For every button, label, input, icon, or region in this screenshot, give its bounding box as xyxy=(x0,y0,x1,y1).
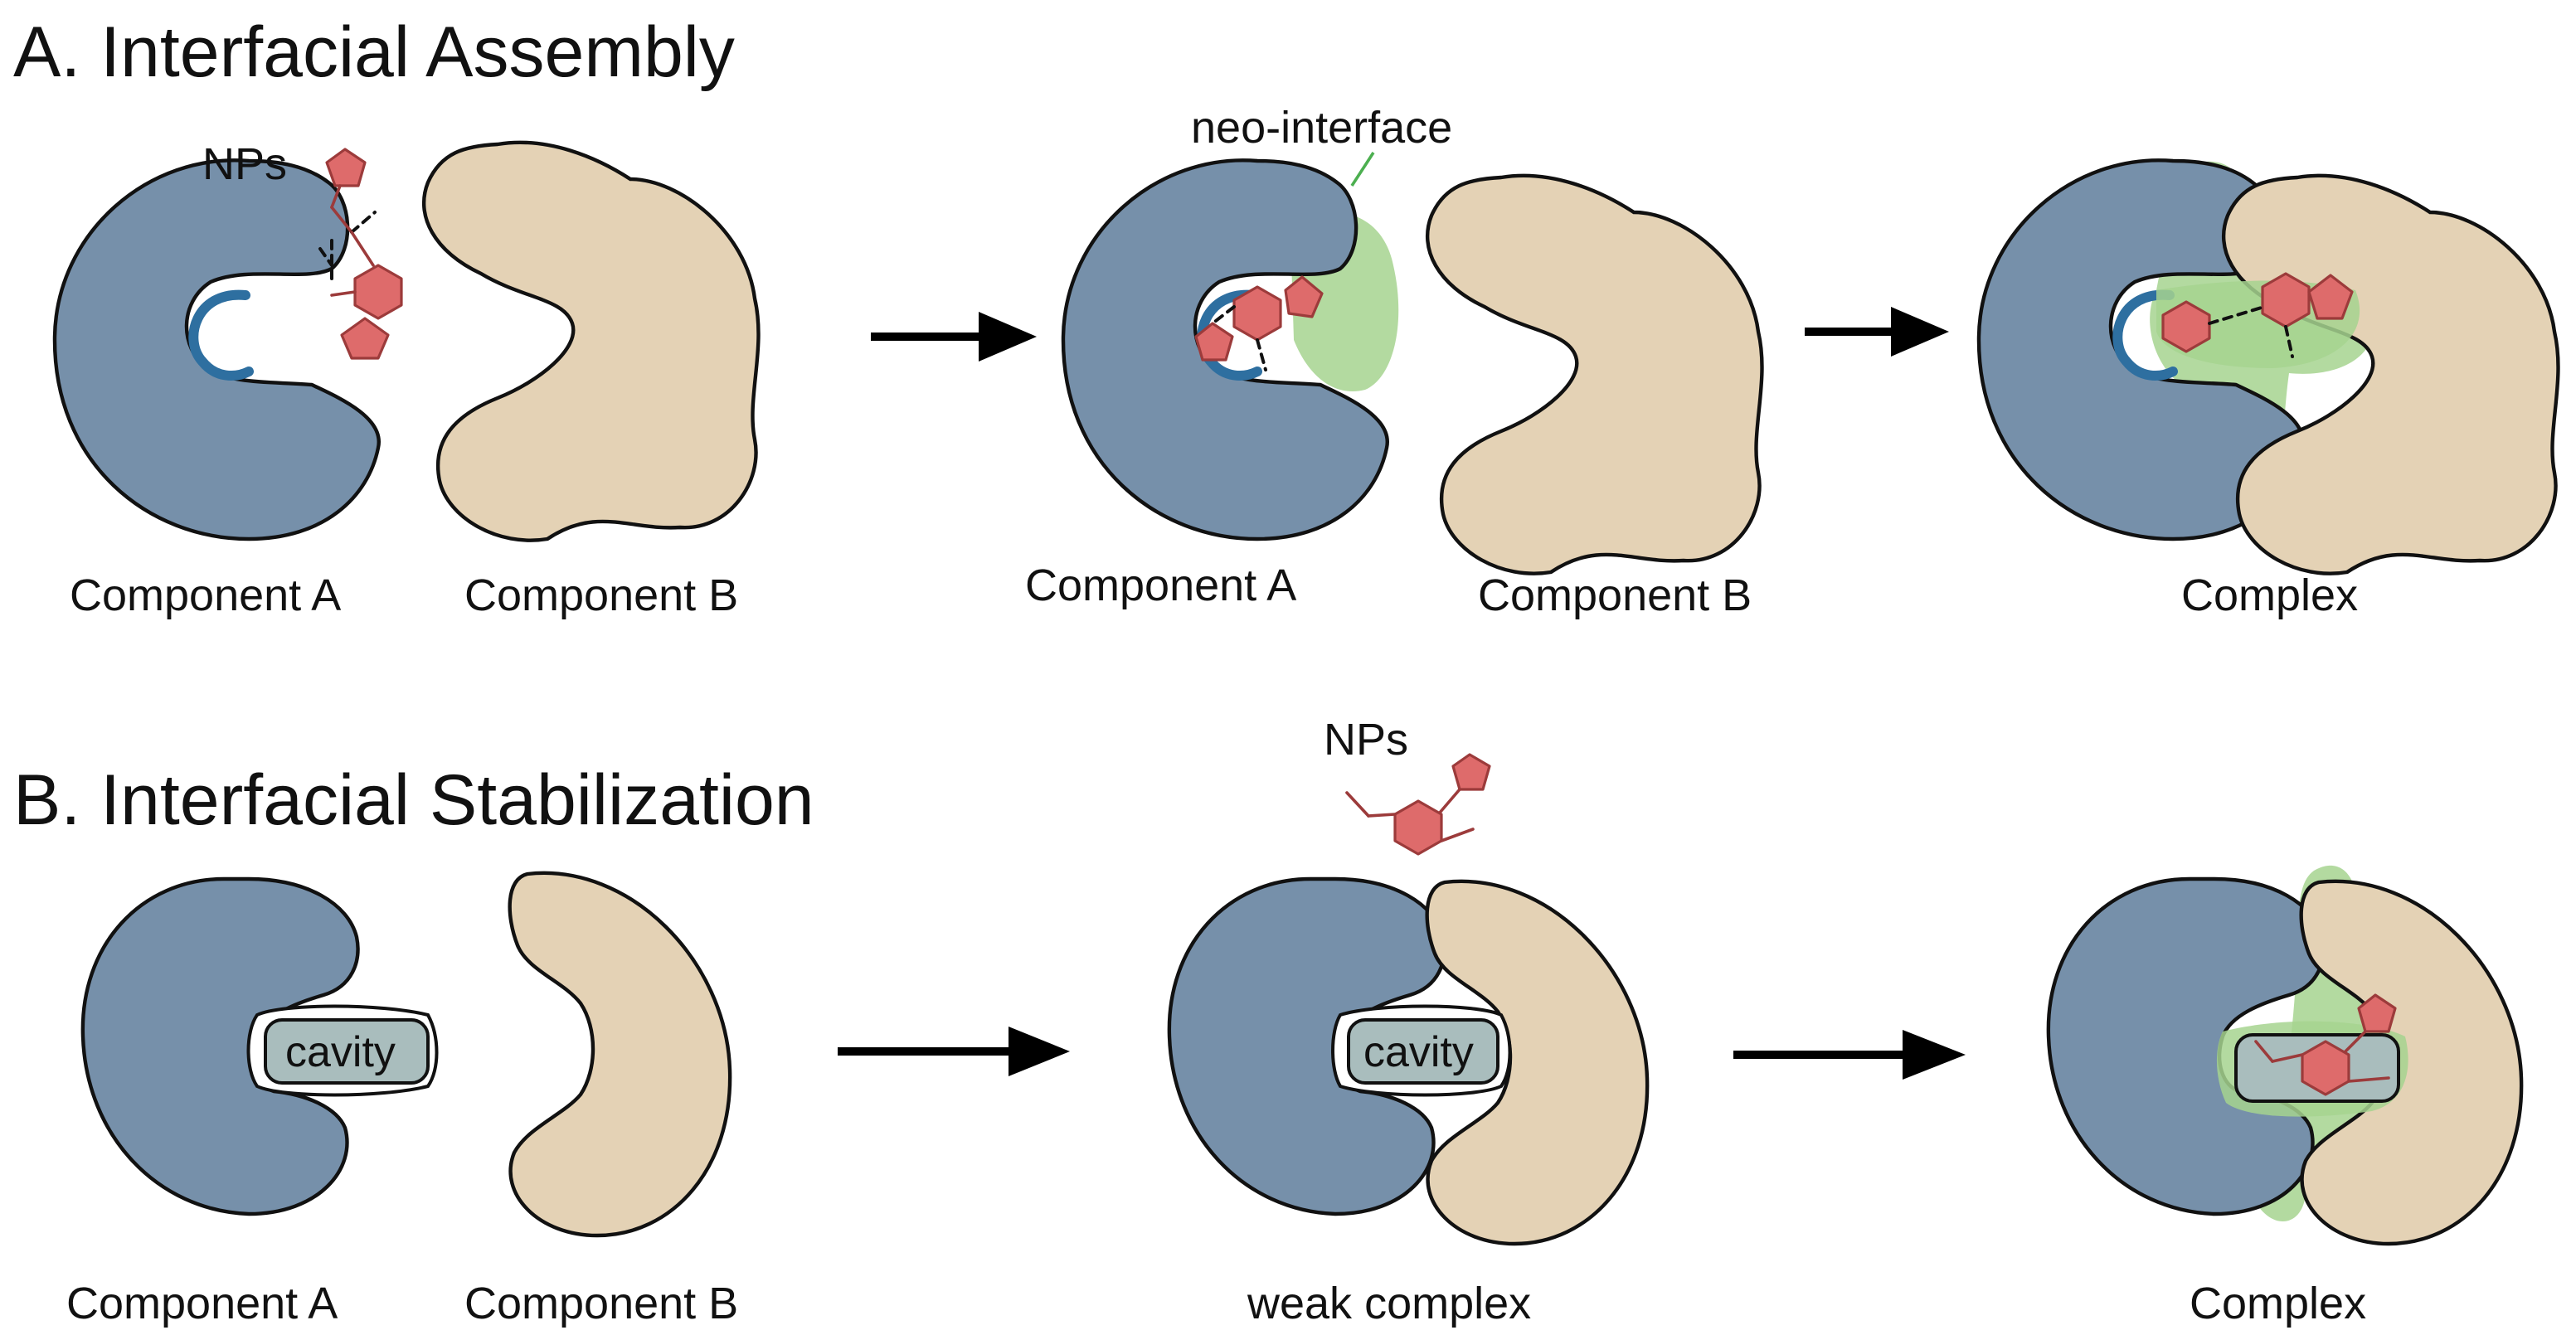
component-b-shape-b xyxy=(510,873,730,1235)
cavity-label: cavity xyxy=(285,1028,396,1076)
complex-label-b: Complex xyxy=(2190,1279,2366,1328)
component-b-label: Component B xyxy=(464,570,738,620)
panel-a-step2 xyxy=(1063,152,1399,539)
nps-label-b: NPs xyxy=(1324,715,1408,765)
complex-label: Complex xyxy=(2181,570,2358,620)
component-b-shape-2 xyxy=(1427,176,1762,574)
component-b-shape xyxy=(424,143,758,541)
panel-a-step1: NPs Component A Component B xyxy=(55,139,759,620)
panel-a-step3: Complex xyxy=(1979,160,2559,620)
arrow-right xyxy=(871,312,1037,362)
panel-b-step2: cavity NPs weak complex xyxy=(1169,715,1647,1328)
neo-interface-label: neo-interface xyxy=(1191,103,1452,153)
cavity-label-2: cavity xyxy=(1363,1028,1474,1076)
component-a-label-2: Component A xyxy=(1025,561,1296,610)
natural-product-molecule-3 xyxy=(2254,993,2397,1096)
natural-product-molecule-2 xyxy=(1345,753,1491,856)
nps-label: NPs xyxy=(202,139,287,189)
component-b-label-b: Component B xyxy=(464,1279,738,1328)
component-a-shape xyxy=(55,160,379,539)
component-a-label-b: Component A xyxy=(66,1279,338,1328)
component-b-label-2: Component B xyxy=(1478,570,1752,620)
arrow-right-4 xyxy=(1733,1030,1966,1080)
panel-b-step1: cavity Component A Component B xyxy=(66,873,738,1328)
weak-complex-label: weak complex xyxy=(1247,1279,1531,1328)
panel-b-title: B. Interfacial Stabilization xyxy=(13,760,814,840)
cavity-box xyxy=(264,1018,430,1085)
arrow-right-3 xyxy=(838,1027,1070,1076)
arrow-right-2 xyxy=(1805,307,1949,357)
component-a-label: Component A xyxy=(70,570,341,620)
panel-b-step3: Complex xyxy=(2049,865,2521,1328)
panel-a-title: A. Interfacial Assembly xyxy=(13,12,735,92)
